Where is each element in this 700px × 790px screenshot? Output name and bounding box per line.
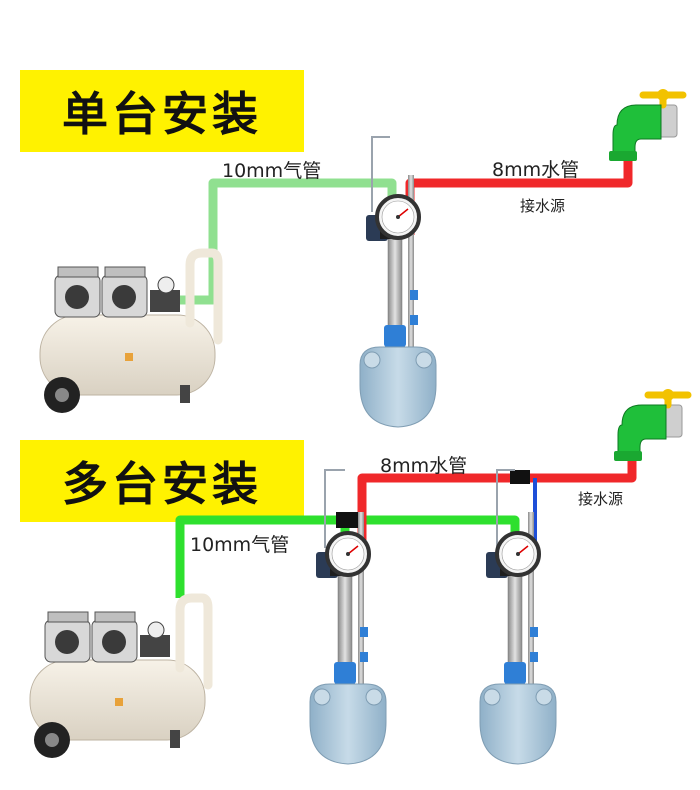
multi-air-pipe-label: 10mm气管 xyxy=(190,534,290,556)
multi-install-title: 多台安装 xyxy=(20,440,304,522)
spray-tank-icon xyxy=(308,510,388,766)
water-faucet-icon xyxy=(614,389,688,461)
single-water-pipe-label: 8mm水管 xyxy=(492,159,580,181)
air-compressor-icon xyxy=(40,253,218,413)
single-water-source-label: 接水源 xyxy=(520,197,566,215)
single-install-title: 单台安装 xyxy=(20,70,304,152)
spray-tank-icon xyxy=(358,173,438,429)
single-air-pipe xyxy=(180,178,397,305)
air-compressor-icon xyxy=(30,598,208,758)
spray-tank-icon xyxy=(478,510,558,766)
single-air-pipe-label: 10mm气管 xyxy=(222,160,322,182)
multi-water-source-label: 接水源 xyxy=(578,490,624,508)
multi-water-pipe-label: 8mm水管 xyxy=(380,455,468,477)
water-faucet-icon xyxy=(609,89,683,161)
multi-air-pipe xyxy=(175,515,350,598)
